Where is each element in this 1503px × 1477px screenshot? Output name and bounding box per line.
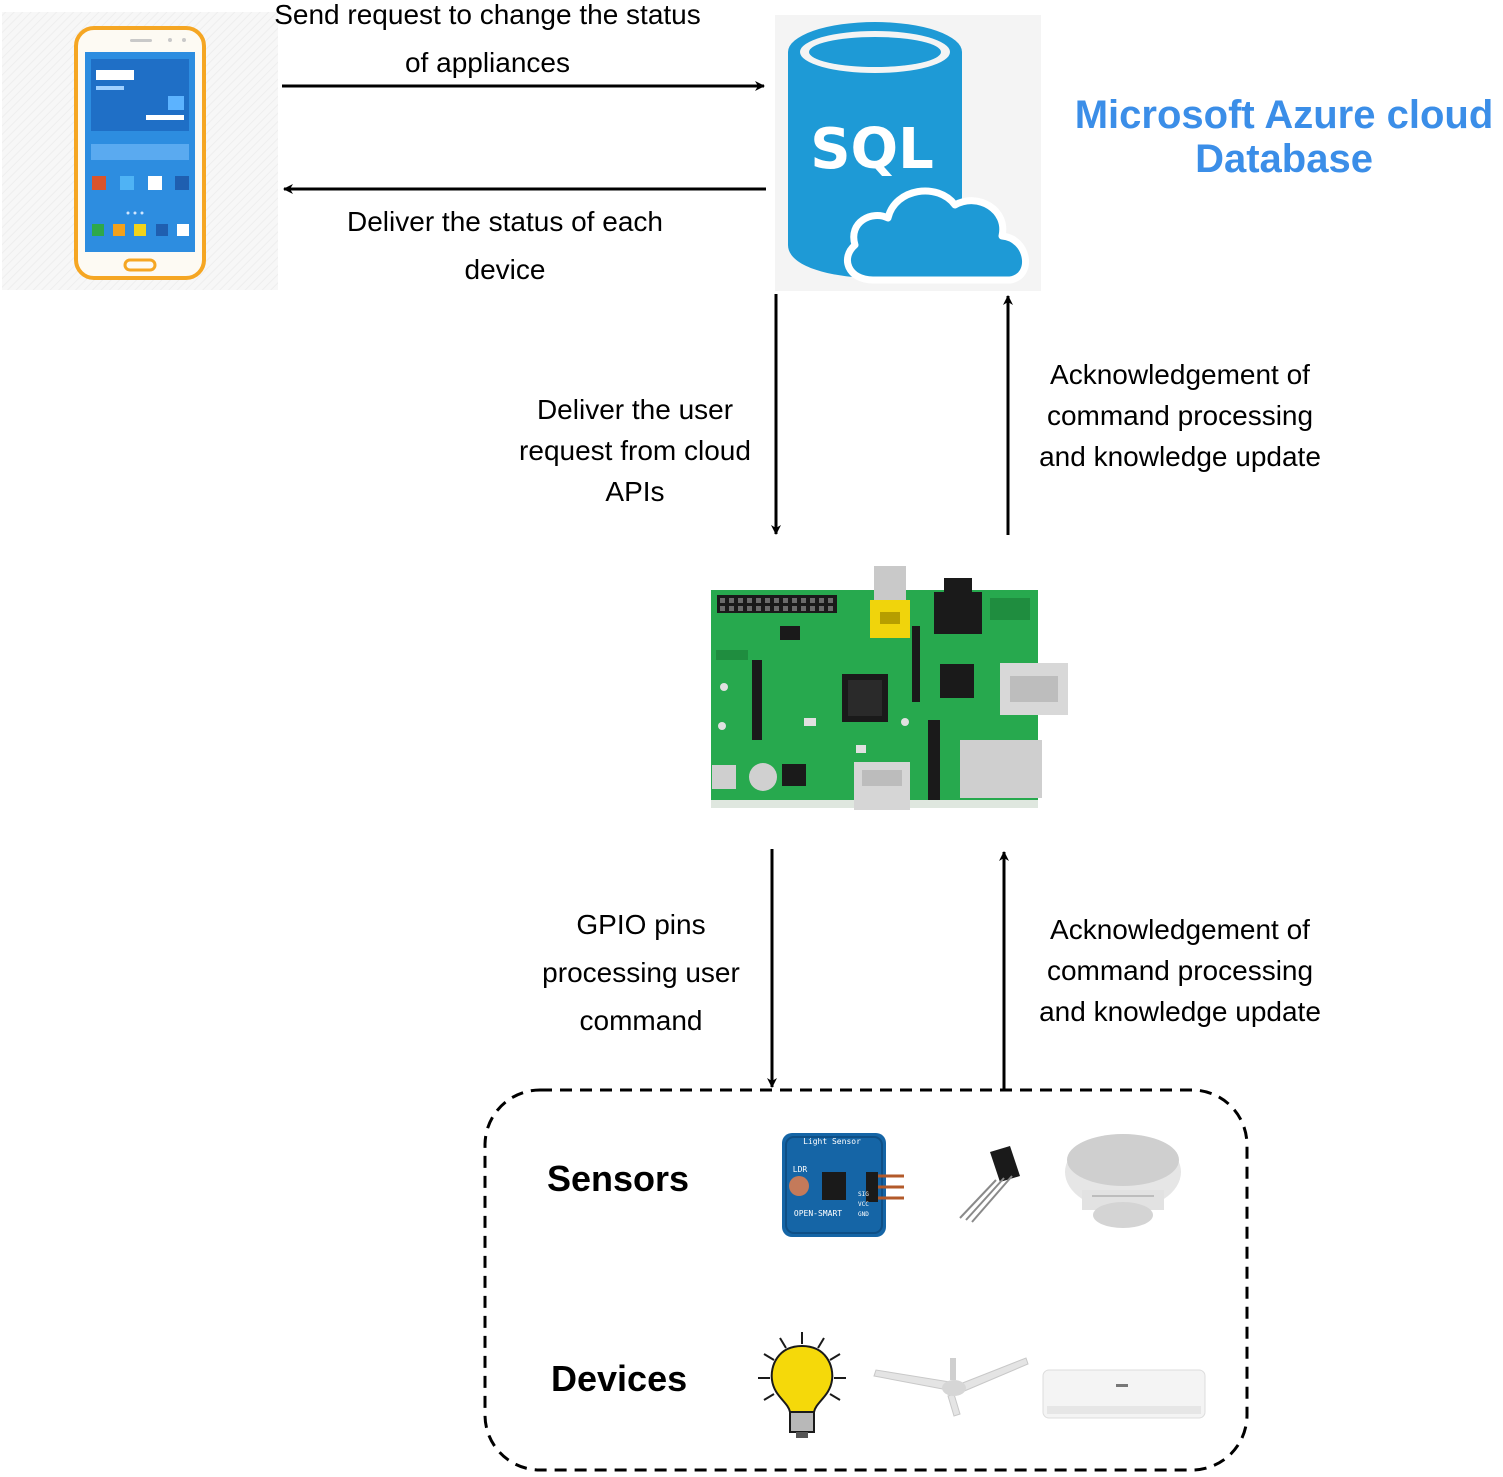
ack-top-label: Acknowledgement of command processing an… xyxy=(1015,354,1345,477)
sensors-devices-group-box xyxy=(483,1088,1249,1472)
sensor-pin-vcc: VCC xyxy=(858,1201,869,1208)
ack-top-line-1: Acknowledgement of xyxy=(1050,359,1310,390)
gpio-label: GPIO pins processing user command xyxy=(510,901,772,1045)
gpio-line-1: GPIO pins xyxy=(576,909,706,940)
deliver-status-label: Deliver the status of each device xyxy=(310,198,700,294)
arrows xyxy=(282,81,1013,1090)
deliver-status-line-2: device xyxy=(464,254,546,285)
light-bulb-icon xyxy=(758,1332,846,1438)
deliver-user-line-2: request from cloud xyxy=(519,435,751,466)
ack-bottom-label: Acknowledgement of command processing an… xyxy=(1015,909,1345,1032)
send-request-line-2: of appliances xyxy=(404,47,570,78)
deliver-status-line-1: Deliver the status of each xyxy=(347,206,663,237)
raspberry-pi-board-icon xyxy=(711,566,1068,810)
deliver-user-request-label: Deliver the user request from cloud APIs xyxy=(490,389,780,512)
azure-title-line-1: Microsoft Azure cloud xyxy=(1074,93,1494,137)
sql-text: SQL xyxy=(810,117,934,182)
sensor-board-brand: OPEN-SMART xyxy=(794,1209,842,1218)
ceiling-fan-icon xyxy=(873,1357,1029,1417)
gpio-line-3: command xyxy=(579,1005,703,1036)
ack-bottom-line-1: Acknowledgement of xyxy=(1050,914,1310,945)
sensors-title: Sensors xyxy=(547,1158,690,1199)
light-sensor-icon: Light Sensor LDR OPEN-SMART SIG VCC GND xyxy=(782,1133,904,1237)
sensor-board-ldr: LDR xyxy=(793,1165,808,1174)
temperature-sensor-icon xyxy=(959,1146,1020,1223)
gpio-line-2: processing user xyxy=(542,957,740,988)
ack-bottom-line-3: and knowledge update xyxy=(1039,996,1321,1027)
azure-db-title: Microsoft Azure cloud Database xyxy=(1062,93,1503,181)
sql-database-icon: SQL xyxy=(775,15,1041,291)
smoke-detector-icon xyxy=(1065,1134,1181,1228)
send-request-line-1: Send request to change the status xyxy=(274,0,701,30)
smartphone-icon xyxy=(2,12,278,290)
sensor-board-title: Light Sensor xyxy=(803,1137,861,1146)
deliver-user-line-3: APIs xyxy=(605,476,665,507)
ack-top-line-2: command processing xyxy=(1046,400,1314,431)
sensor-pin-sig: SIG xyxy=(858,1191,869,1198)
devices-title: Devices xyxy=(551,1358,688,1399)
send-request-label: Send request to change the status of app… xyxy=(245,0,730,83)
ack-top-line-3: and knowledge update xyxy=(1039,441,1321,472)
sensor-pin-gnd: GND xyxy=(858,1211,869,1218)
ack-bottom-line-2: command processing xyxy=(1046,955,1314,986)
deliver-user-line-1: Deliver the user xyxy=(536,394,734,425)
air-conditioner-icon xyxy=(1042,1369,1206,1419)
azure-title-line-2: Database xyxy=(1195,137,1373,181)
